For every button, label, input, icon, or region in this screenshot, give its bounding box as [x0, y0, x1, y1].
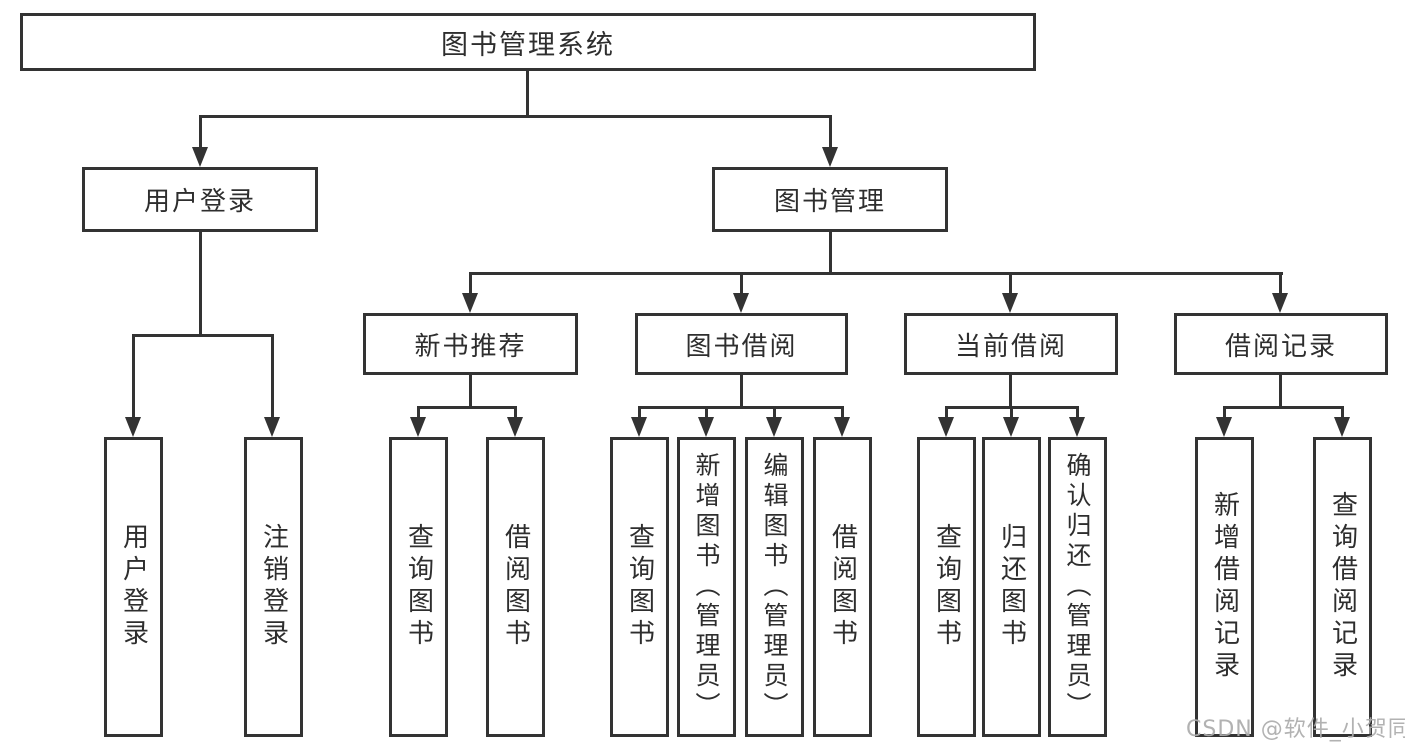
arrowhead-down-icon [1216, 417, 1232, 437]
connector-stem [829, 232, 832, 275]
connector-drop [514, 406, 517, 420]
connector-drop [1009, 272, 1012, 296]
connector-stem [526, 71, 529, 118]
node-user-login: 用户登录 [82, 167, 318, 232]
connector-drop [829, 115, 832, 150]
connector-drop [469, 272, 472, 296]
arrowhead-down-icon [822, 147, 838, 167]
leaf-query-borrow-record: 查询借阅记录 [1313, 437, 1372, 737]
leaf-confirm-return-admin: 确认归还（管理员） [1048, 437, 1107, 737]
connector-drop [705, 406, 708, 420]
connector-drop [1076, 406, 1079, 420]
arrowhead-down-icon [410, 417, 426, 437]
connector-drop [841, 406, 844, 420]
leaf-query-books-current: 查询图书 [917, 437, 976, 737]
node-current-borrow: 当前借阅 [904, 313, 1118, 375]
connector-stem [1279, 375, 1282, 408]
leaf-user-login: 用户登录 [104, 437, 163, 737]
leaf-return-book: 归还图书 [982, 437, 1041, 737]
arrowhead-down-icon [192, 147, 208, 167]
arrowhead-down-icon [264, 417, 280, 437]
connector-bus [199, 115, 832, 118]
connector-drop [773, 406, 776, 420]
leaf-add-book-admin: 新增图书（管理员） [677, 437, 736, 737]
leaf-edit-book-admin: 编辑图书（管理员） [745, 437, 804, 737]
connector-bus [469, 272, 1283, 275]
leaf-add-borrow-record: 新增借阅记录 [1195, 437, 1254, 737]
arrowhead-down-icon [631, 417, 647, 437]
node-book-management: 图书管理 [712, 167, 948, 232]
connector-drop [271, 334, 274, 420]
node-library-system: 图书管理系统 [20, 13, 1036, 71]
arrowhead-down-icon [698, 417, 714, 437]
connector-drop [1341, 406, 1344, 420]
arrowhead-down-icon [507, 417, 523, 437]
connector-drop [132, 334, 135, 420]
connector-drop [945, 406, 948, 420]
arrowhead-down-icon [766, 417, 782, 437]
connector-bus [638, 406, 844, 409]
arrowhead-down-icon [938, 417, 954, 437]
connector-bus [417, 406, 517, 409]
connector-drop [417, 406, 420, 420]
arrowhead-down-icon [1334, 417, 1350, 437]
leaf-logout: 注销登录 [244, 437, 303, 737]
watermark: CSDN @软件_小贺同学 [1186, 717, 1405, 742]
node-borrow-records: 借阅记录 [1174, 313, 1388, 375]
connector-drop [638, 406, 641, 420]
node-book-borrow: 图书借阅 [635, 313, 848, 375]
connector-bus [1223, 406, 1344, 409]
connector-drop [199, 115, 202, 150]
connector-drop [740, 272, 743, 296]
arrowhead-down-icon [462, 293, 478, 313]
connector-stem [469, 375, 472, 408]
arrowhead-down-icon [733, 293, 749, 313]
connector-stem [1009, 375, 1012, 408]
leaf-borrow-books: 借阅图书 [813, 437, 872, 737]
arrowhead-down-icon [1272, 293, 1288, 313]
connector-bus [132, 334, 274, 337]
node-new-book-recommend: 新书推荐 [363, 313, 578, 375]
connector-drop [1010, 406, 1013, 420]
connector-drop [1279, 272, 1282, 296]
leaf-query-books-borrow: 查询图书 [610, 437, 669, 737]
connector-drop [1223, 406, 1226, 420]
arrowhead-down-icon [125, 417, 141, 437]
arrowhead-down-icon [834, 417, 850, 437]
arrowhead-down-icon [1069, 417, 1085, 437]
arrowhead-down-icon [1003, 417, 1019, 437]
leaf-query-books-recommend: 查询图书 [389, 437, 448, 737]
leaf-borrow-books-recommend: 借阅图书 [486, 437, 545, 737]
connector-stem [740, 375, 743, 408]
connector-stem [199, 232, 202, 336]
arrowhead-down-icon [1002, 293, 1018, 313]
